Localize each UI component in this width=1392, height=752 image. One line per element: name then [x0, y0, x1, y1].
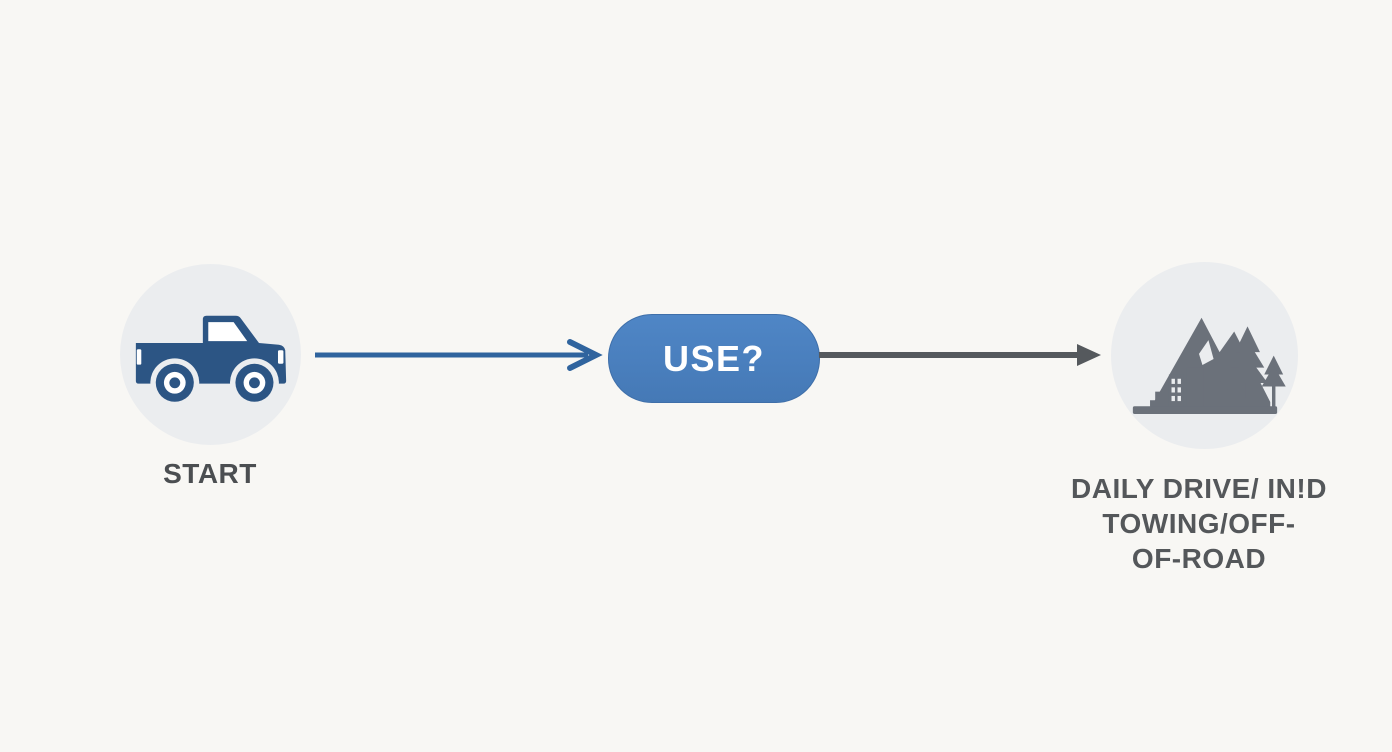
- outcome-node-label: DAILY DRIVE/ IN!D TOWING/OFF- OF-ROAD: [1040, 471, 1358, 576]
- use-decision-node: USE?: [608, 314, 820, 403]
- outcome-label-line-2: TOWING/OFF-: [1102, 508, 1296, 539]
- start-node-circle: [120, 264, 301, 445]
- outcome-node-circle: [1111, 262, 1298, 449]
- outcome-label-line-1: DAILY DRIVE/ IN!D: [1071, 473, 1327, 504]
- use-decision-label: USE?: [662, 337, 765, 379]
- arrow-start-to-use: [312, 335, 604, 380]
- start-node-label: START: [163, 458, 257, 489]
- mountains-city-icon: [1119, 280, 1291, 431]
- pickup-truck-icon: [125, 296, 297, 413]
- arrow-use-to-outcome: [817, 335, 1107, 380]
- outcome-label-line-3: OF-ROAD: [1131, 543, 1267, 574]
